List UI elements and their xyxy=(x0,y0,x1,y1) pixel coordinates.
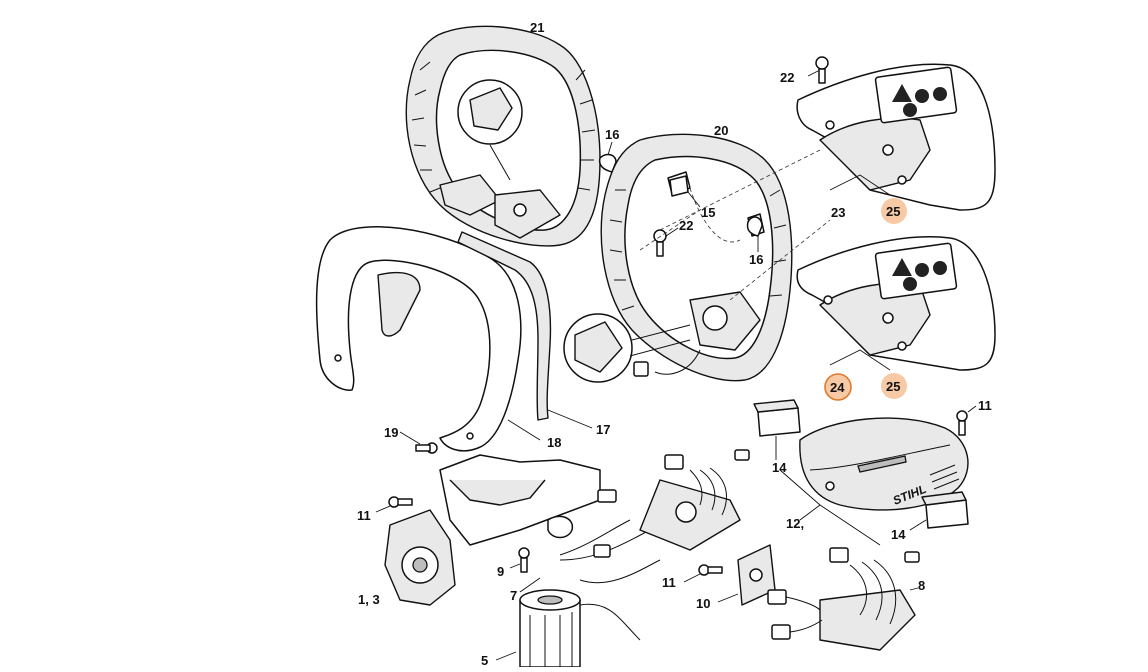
part-12-top-cover: STIHL xyxy=(799,417,969,511)
highlight-25-lower[interactable] xyxy=(881,373,907,399)
callout-1-3[interactable]: 1, 3 xyxy=(358,592,380,607)
part-9-screw xyxy=(509,547,530,573)
part-15-bracket xyxy=(669,175,701,208)
callout-14-lower[interactable]: 14 xyxy=(891,527,906,542)
callout-15[interactable]: 15 xyxy=(701,205,715,220)
part-14-pad-upper xyxy=(753,399,801,460)
callout-14-upper[interactable]: 14 xyxy=(772,460,787,475)
callout-11-center[interactable]: 11 xyxy=(662,575,676,590)
part-18-bow-handle xyxy=(315,226,522,452)
callout-9[interactable]: 9 xyxy=(497,564,504,579)
callout-22-middle[interactable]: 22 xyxy=(679,218,693,233)
part-electronics-module xyxy=(639,449,750,551)
callout-25-lower[interactable]: 25 xyxy=(886,379,900,394)
callout-21[interactable]: 21 xyxy=(530,20,544,35)
part-16-clip-lower xyxy=(746,216,763,252)
callout-20[interactable]: 20 xyxy=(714,123,728,138)
part-23-guard-cover-upper xyxy=(796,63,996,211)
highlight-25-upper[interactable] xyxy=(881,198,907,224)
part-5-motor xyxy=(495,589,641,668)
callout-12[interactable]: 12, xyxy=(786,516,804,531)
callout-25-upper[interactable]: 25 xyxy=(886,204,900,219)
part-11-screw-right xyxy=(956,405,977,436)
callout-23[interactable]: 23 xyxy=(831,205,845,220)
part-housing-lower-left xyxy=(384,454,601,606)
callout-11-right[interactable]: 11 xyxy=(978,398,992,413)
leaders-12-14 xyxy=(779,469,927,546)
callout-8[interactable]: 8 xyxy=(918,578,925,593)
part-21-handle-frame xyxy=(405,25,601,247)
callout-17[interactable]: 17 xyxy=(596,422,610,437)
callout-11-left[interactable]: 11 xyxy=(357,508,371,523)
detail-inset-circle xyxy=(563,313,691,383)
part-24-guard-cover-lower xyxy=(796,236,996,371)
callout-24[interactable]: 24 xyxy=(830,380,845,395)
callout-10[interactable]: 10 xyxy=(696,596,710,611)
part-11-screw-center xyxy=(683,564,723,583)
callout-16-lower[interactable]: 16 xyxy=(749,252,763,267)
part-7-wiring-harness xyxy=(519,489,661,593)
callout-19[interactable]: 19 xyxy=(384,425,398,440)
part-22-screw-top xyxy=(815,56,829,84)
callout-7[interactable]: 7 xyxy=(510,588,517,603)
part-20-handle-frame xyxy=(600,133,793,382)
assembly-dash-lines xyxy=(639,149,831,301)
part-17-bow-grip xyxy=(457,231,593,441)
part-14-pad-lower xyxy=(921,491,969,529)
callout-16-upper[interactable]: 16 xyxy=(605,127,619,142)
part-11-screw-left xyxy=(375,496,413,513)
part-8-module xyxy=(767,547,920,651)
part-10-plate xyxy=(717,544,776,606)
highlight-24[interactable] xyxy=(824,373,852,401)
callout-5[interactable]: 5 xyxy=(481,653,488,668)
callout-22-top[interactable]: 22 xyxy=(780,70,794,85)
part-19-screw xyxy=(399,431,438,454)
callout-18[interactable]: 18 xyxy=(547,435,561,450)
